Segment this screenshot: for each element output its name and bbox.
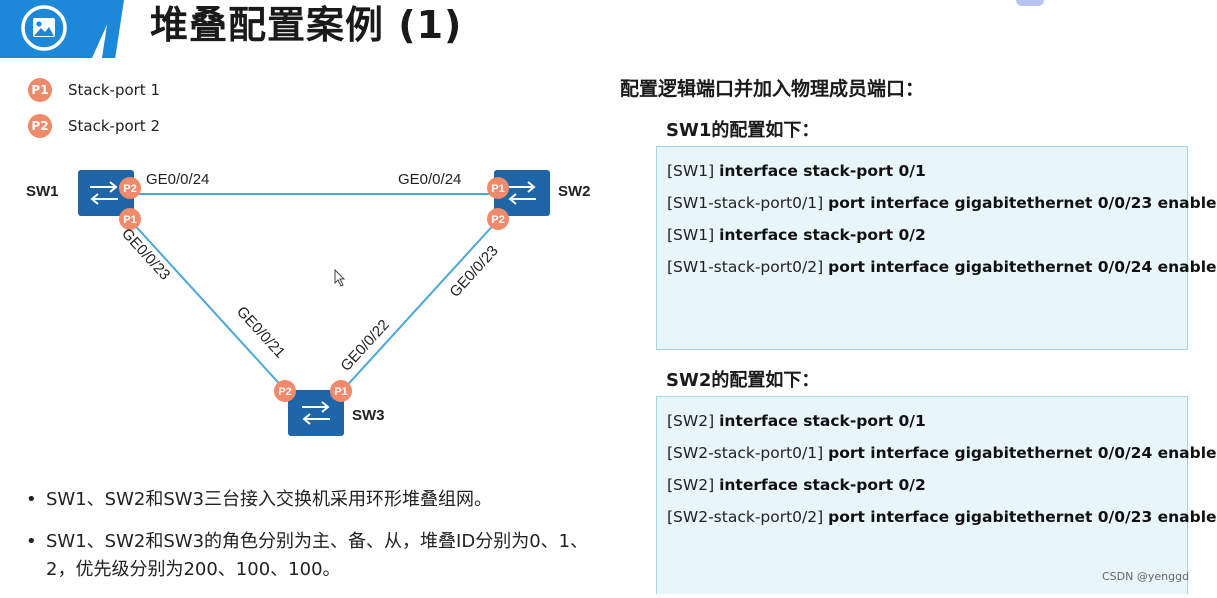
port-badge: P1 <box>28 78 52 102</box>
link-sw1-sw3 <box>129 219 287 392</box>
legend-item-p1: P1 Stack-port 1 <box>28 77 160 103</box>
bullet-item: • SW1、SW2和SW3三台接入交换机采用环形堆叠组网。 <box>26 486 616 514</box>
config-line: [SW1-stack-port0/1] port interface gigab… <box>667 187 1217 219</box>
page-title: 堆叠配置案例 (1) <box>150 3 463 47</box>
config-command: port interface gigabitethernet 0/0/23 en… <box>828 508 1217 526</box>
bullet-text: SW1、SW2和SW3的角色分别为主、备、从，堆叠ID分别为0、1、2，优先级分… <box>46 531 589 580</box>
config-prompt: [SW2] <box>667 412 720 430</box>
svg-text:P1: P1 <box>334 386 347 398</box>
bullet-dot: • <box>26 531 37 552</box>
config-prompt: [SW1-stack-port0/1] <box>667 194 829 212</box>
svg-text:P2: P2 <box>123 183 136 195</box>
link-label: GE0/0/21 <box>233 303 288 361</box>
sw2-config-title: SW2的配置如下： <box>666 370 820 391</box>
switch-label-sw1: SW1 <box>26 183 59 200</box>
config-prompt: [SW2-stack-port0/1] <box>667 444 829 462</box>
link-label: GE0/0/23 <box>118 225 173 283</box>
switch-sw1 <box>78 170 134 216</box>
config-prompt: [SW1-stack-port0/2] <box>667 258 829 276</box>
sw1-config-title: SW1的配置如下： <box>666 120 820 141</box>
config-command: port interface gigabitethernet 0/0/24 en… <box>828 258 1217 276</box>
sw2-config-box: [SW2] interface stack-port 0/1 [SW2-stac… <box>656 396 1217 594</box>
switch-label-sw3: SW3 <box>352 407 385 424</box>
bullet-text: SW1、SW2和SW3三台接入交换机采用环形堆叠组网。 <box>46 489 493 510</box>
legend-item-p2: P2 Stack-port 2 <box>28 113 160 139</box>
image-icon <box>21 5 67 51</box>
config-prompt: [SW2] <box>667 476 720 494</box>
config-command: interface stack-port 0/1 <box>719 162 926 180</box>
switch-sw3 <box>288 390 344 436</box>
sw1-config-box: [SW1] interface stack-port 0/1 [SW1-stac… <box>656 146 1217 350</box>
config-prompt: [SW2-stack-port0/2] <box>667 508 829 526</box>
svg-text:P2: P2 <box>491 214 504 226</box>
link-label: GE0/0/23 <box>446 242 501 300</box>
config-command: interface stack-port 0/2 <box>719 476 926 494</box>
config-line: [SW1] interface stack-port 0/1 <box>667 155 1187 187</box>
bullet-list: • SW1、SW2和SW3三台接入交换机采用环形堆叠组网。 • SW1、SW2和… <box>26 486 616 598</box>
config-line: [SW1] interface stack-port 0/2 <box>667 219 1187 251</box>
config-command: interface stack-port 0/1 <box>719 412 926 430</box>
config-line: [SW1-stack-port0/2] port interface gigab… <box>667 251 1217 283</box>
port-badge-sw2-p1: P1 <box>487 177 509 199</box>
config-prompt: [SW1] <box>667 162 720 180</box>
svg-text:P1: P1 <box>491 183 504 195</box>
config-line: [SW2] interface stack-port 0/1 <box>667 405 1187 437</box>
mouse-cursor-icon <box>334 268 346 287</box>
stack-topology-diagram: P2 P1 P1 P2 P2 P1 SW1 SW2 SW3 GE0/0/24 G… <box>26 170 591 436</box>
port-badge-sw1-p1: P1 <box>119 208 141 230</box>
config-command: interface stack-port 0/2 <box>719 226 926 244</box>
svg-text:P1: P1 <box>123 214 136 226</box>
link-label: GE0/0/24 <box>398 171 461 188</box>
port-badge-sw3-p2: P2 <box>274 380 296 402</box>
config-line: [SW2-stack-port0/2] port interface gigab… <box>667 501 1217 533</box>
legend-label: Stack-port 1 <box>68 81 160 99</box>
bullet-dot: • <box>26 489 37 510</box>
bullet-item: • SW1、SW2和SW3的角色分别为主、备、从，堆叠ID分别为0、1、2，优先… <box>26 528 616 584</box>
legend-label: Stack-port 2 <box>68 117 160 135</box>
config-line: [SW2-stack-port0/1] port interface gigab… <box>667 437 1217 469</box>
config-command: port interface gigabitethernet 0/0/24 en… <box>828 444 1217 462</box>
config-line: [SW2] interface stack-port 0/2 <box>667 469 1187 501</box>
config-prompt: [SW1] <box>667 226 720 244</box>
corner-logo-fragment <box>1016 0 1044 6</box>
port-badge-sw1-p2: P2 <box>119 177 141 199</box>
switch-label-sw2: SW2 <box>558 183 591 200</box>
svg-text:P2: P2 <box>278 386 291 398</box>
port-badge: P2 <box>28 114 52 138</box>
config-command: port interface gigabitethernet 0/0/23 en… <box>828 194 1217 212</box>
port-badge-sw2-p2: P2 <box>487 208 509 230</box>
link-label: GE0/0/24 <box>146 171 209 188</box>
watermark: CSDN @yenggd <box>1102 570 1190 583</box>
switch-sw2 <box>494 170 550 216</box>
link-sw2-sw3 <box>341 219 499 392</box>
port-badge-sw3-p1: P1 <box>330 380 352 402</box>
config-heading: 配置逻辑端口并加入物理成员端口： <box>620 78 925 100</box>
